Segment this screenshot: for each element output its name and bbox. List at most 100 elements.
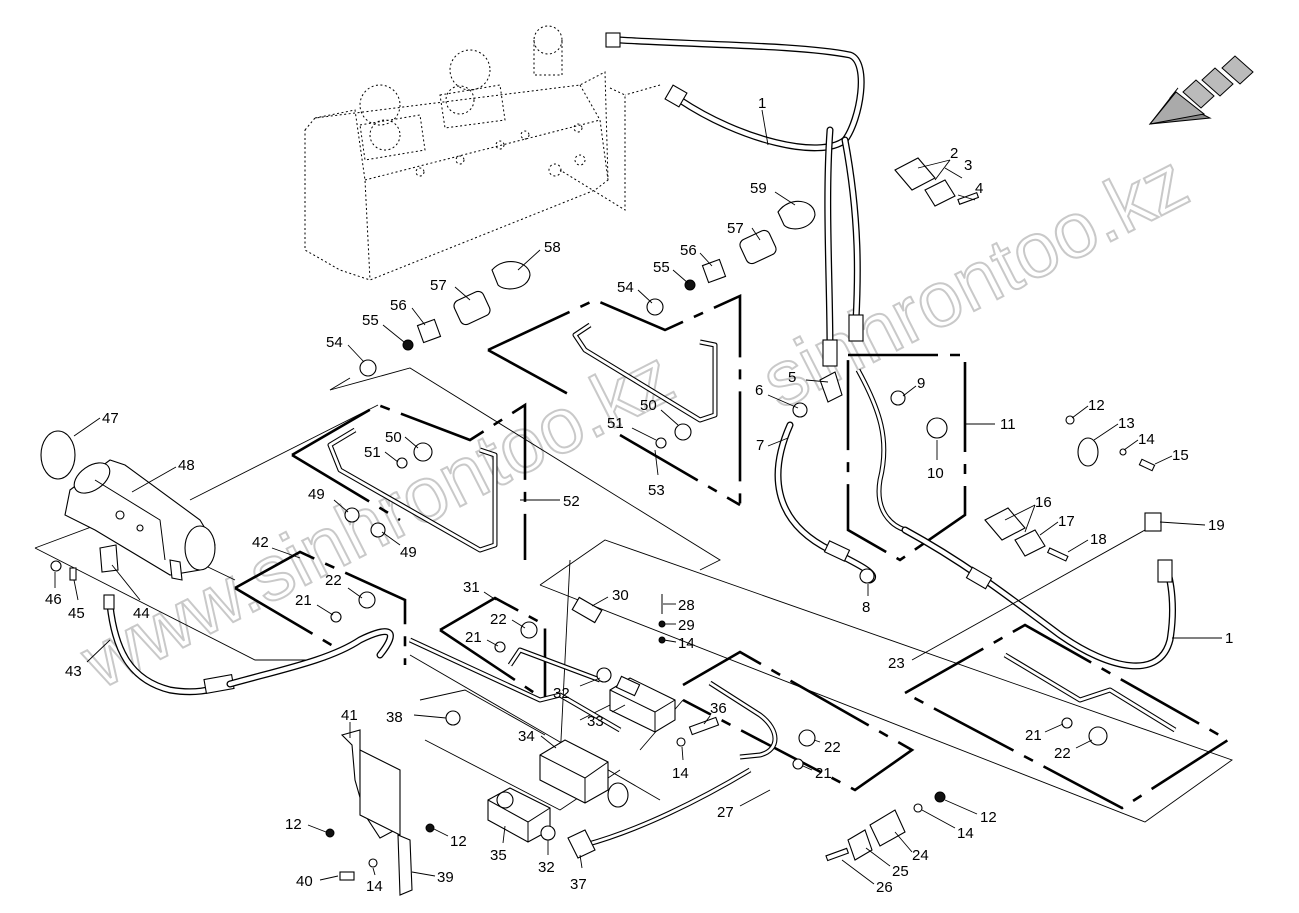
tube-10 [855,368,906,533]
callout-9: 9 [902,375,925,397]
hose-7 [774,421,876,584]
callout-label: 14 [957,825,974,842]
callout-label: 18 [1090,531,1107,548]
callout-label: 51 [364,444,381,461]
callout-37: 37 [570,854,587,893]
callout-label: 17 [1058,513,1075,530]
callout-12-left: 12 [285,816,327,833]
watermark: www.sinhrontoo.kz sinhrontoo.kz [66,135,1202,706]
callout-22-low: 22 [813,739,841,756]
valve-35 [487,787,551,843]
callout-50: 50 [640,397,679,426]
callout-7: 7 [756,437,789,454]
callout-16: 16 [1004,494,1052,533]
callout-38: 38 [386,709,447,726]
group-outlines [234,293,1231,810]
callout-3: 3 [944,157,972,179]
tube-27 [708,680,778,760]
callout-53: 53 [648,449,665,499]
callout-label: 55 [653,259,670,276]
callout-43: 43 [65,639,111,680]
hose-43 [106,601,394,696]
callout-label: 53 [648,482,665,499]
callout-label: 57 [430,277,447,294]
callout-label: 42 [252,534,269,551]
tube-37 [584,767,752,848]
callout-label: 6 [755,382,763,399]
callout-label: 51 [607,415,624,432]
callout-22-mid: 22 [490,611,526,629]
callout-5: 5 [788,369,829,386]
callout-25: 25 [865,847,909,880]
callout-label: 13 [1118,415,1135,432]
callout-48: 48 [131,457,195,493]
callout-47: 47 [73,410,119,437]
callout-49b: 49 [381,531,417,561]
callout-56: 56 [680,242,713,267]
callout-17: 17 [1039,513,1075,536]
callout-label: 5 [788,369,796,386]
callout-29: 29 [658,617,695,634]
callout-label: 38 [386,709,403,726]
callout-label: 50 [385,429,402,446]
callout-14-right: 14 [921,809,974,842]
callout-12-mid: 12 [433,828,467,850]
callout-46: 46 [45,572,62,608]
callout-label: 43 [65,663,82,680]
callout-label: 37 [570,876,587,893]
callout-22-right: 22 [1054,739,1093,762]
callout-59: 59 [750,180,796,206]
callout-label: 21 [815,765,832,782]
callout-label: 1 [1225,630,1233,647]
callout-56b: 56 [390,297,426,326]
callout-label: 28 [678,597,695,614]
callout-24: 24 [894,831,929,864]
callout-44: 44 [111,564,150,622]
callout-21-low: 21 [802,765,832,782]
callout-21-left: 21 [295,592,334,616]
callout-1: 1 [758,95,769,146]
callout-8: 8 [862,584,870,616]
callout-label: 34 [518,728,535,745]
callout-label: 50 [640,397,657,414]
callout-21-right: 21 [1025,723,1064,744]
callout-label: 47 [102,410,119,427]
callouts: 1 2 3 4 5 6 7 8 9 10 11 12 13 14 15 16 1… [45,95,1233,896]
callout-label: 59 [750,180,767,197]
callout-14: 14 [1123,431,1155,451]
callout-label: 33 [587,713,604,730]
callout-label: 49 [400,544,417,561]
callout-33: 33 [587,704,626,730]
callout-label: 22 [325,572,342,589]
callout-26: 26 [841,859,893,896]
callout-label: 4 [975,180,983,197]
callout-40: 40 [296,873,339,890]
callout-14-low: 14 [672,746,689,782]
callout-label: 12 [285,816,302,833]
callout-57: 57 [727,220,761,241]
tube-31 [408,637,622,733]
callout-label: 41 [341,707,358,724]
callout-label: 2 [950,145,958,162]
callout-label: 3 [964,157,972,174]
callout-label: 12 [980,809,997,826]
callout-36: 36 [703,700,727,725]
callout-label: 21 [1025,727,1042,744]
valve-34 [539,739,629,808]
callout-label: 11 [1000,416,1016,433]
callout-32: 32 [553,677,601,702]
fittings [50,157,1156,881]
callout-label: 14 [1138,431,1155,448]
callout-label: 12 [1088,397,1105,414]
callout-4: 4 [957,180,983,201]
callout-label: 16 [1035,494,1052,511]
direction-arrow-icon [1148,55,1254,125]
callout-45: 45 [68,579,85,622]
callout-57b: 57 [430,277,471,301]
callout-51b: 51 [364,444,399,463]
callout-label: 14 [366,878,383,895]
callout-52: 52 [520,493,580,510]
callout-6: 6 [755,382,799,409]
callout-label: 21 [465,629,482,646]
callout-42: 42 [252,534,301,559]
